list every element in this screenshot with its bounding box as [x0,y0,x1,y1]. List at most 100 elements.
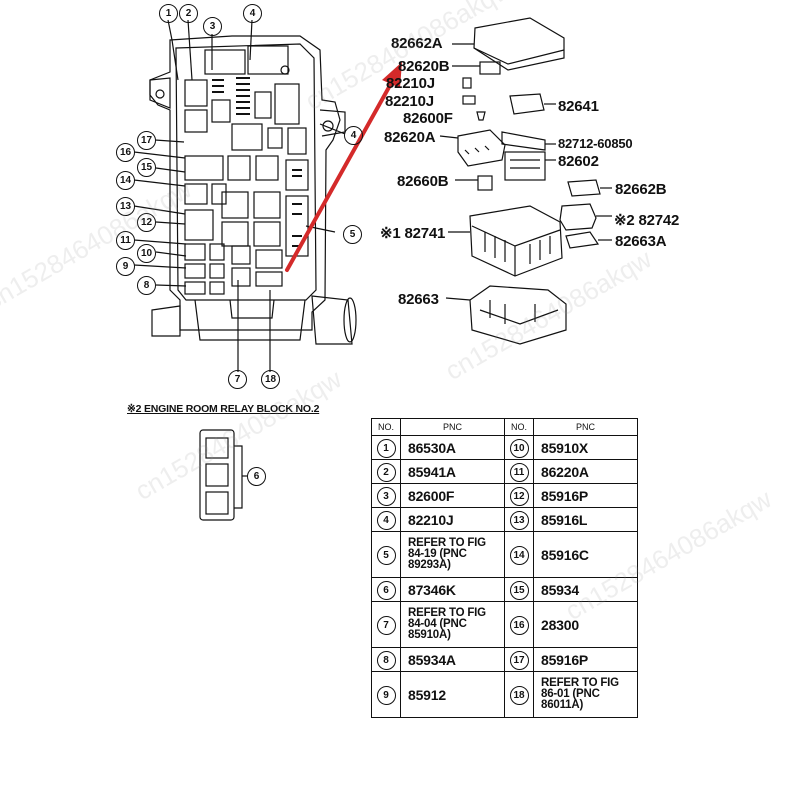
header-no-right: NO. [504,418,534,436]
row-number-circle: 8 [376,650,396,670]
row-number-circle: 6 [376,580,396,600]
row-number-right: 18 [504,671,534,718]
row-pnc-right: 85934 [533,577,638,602]
callout-14: 14 [116,171,135,190]
row-number-right: 10 [504,435,534,460]
row-pnc-left: 87346K [400,577,505,602]
callout-10: 10 [137,244,156,263]
row-number-circle: 4 [376,510,396,530]
part-label-82600f: 82600F [403,110,453,127]
part-label-82662b: 82662B [615,181,667,198]
row-number-left: 6 [371,577,401,602]
row-number-left: 4 [371,507,401,532]
callout-7: 7 [228,370,247,389]
part-label-82712-60850: 82712-60850 [558,136,633,151]
row-number-left: 9 [371,671,401,718]
row-number-circle: 5 [376,545,396,565]
part-label-82641: 82641 [558,98,599,115]
table-header-row: NO. PNC NO. PNC [371,418,638,436]
row-number-circle: 1 [376,438,396,458]
part-label-82620b: 82620B [398,58,450,75]
callout-9: 9 [116,257,135,276]
header-pnc-left: PNC [400,418,505,436]
row-pnc-right: 85916P [533,483,638,508]
row-pnc-left: 86530A [400,435,505,460]
relay-block-title: ※2 ENGINE ROOM RELAY BLOCK NO.2 [127,403,320,415]
row-number-right: 17 [504,647,534,672]
callout-13: 13 [116,197,135,216]
row-pnc-left: 85934A [400,647,505,672]
row-pnc-right: 85916C [533,531,638,578]
row-number-circle: 12 [509,486,529,506]
header-pnc-right: PNC [533,418,638,436]
row-pnc-left: 85941A [400,459,505,484]
part-label-82602: 82602 [558,153,599,170]
part-label-82662a: 82662A [391,35,443,52]
row-pnc-left: REFER TO FIG 84-04 (PNC 85910A) [400,601,505,648]
row-number-circle: 11 [509,462,529,482]
callout-2: 2 [179,4,198,23]
row-pnc-right: 28300 [533,601,638,648]
callout-5: 5 [343,225,362,244]
callout-8: 8 [137,276,156,295]
row-number-circle: 2 [376,462,396,482]
row-pnc-right: REFER TO FIG 86-01 (PNC 86011A) [533,671,638,718]
row-number-left: 8 [371,647,401,672]
row-number-left: 1 [371,435,401,460]
part-label-82660b: 82660B [397,173,449,190]
row-number-right: 11 [504,459,534,484]
callout-4-top: 4 [243,4,262,23]
row-number-circle: 15 [509,580,529,600]
row-number-left: 5 [371,531,401,578]
row-number-left: 2 [371,459,401,484]
row-number-right: 16 [504,601,534,648]
part-label-82210j-b: 82210J [385,93,434,110]
row-number-circle: 17 [509,650,529,670]
row-number-circle: 16 [509,615,529,635]
row-number-right: 12 [504,483,534,508]
row-number-circle: 10 [509,438,529,458]
callout-3: 3 [203,17,222,36]
callout-4-side: 4 [344,126,363,145]
row-number-right: 15 [504,577,534,602]
row-pnc-left: 82600F [400,483,505,508]
callout-18: 18 [261,370,280,389]
row-number-circle: 7 [376,615,396,635]
row-pnc-right: 86220A [533,459,638,484]
row-number-left: 7 [371,601,401,648]
row-number-left: 3 [371,483,401,508]
callout-1: 1 [159,4,178,23]
row-number-circle: 14 [509,545,529,565]
part-label-82663a: 82663A [615,233,667,250]
row-pnc-left: 82210J [400,507,505,532]
row-pnc-left: REFER TO FIG 84-19 (PNC 89293A) [400,531,505,578]
row-number-circle: 18 [509,685,529,705]
part-label-82742: ※2 82742 [614,212,680,229]
row-pnc-right: 85916P [533,647,638,672]
callout-11: 11 [116,231,135,250]
part-label-82741: ※1 82741 [380,225,446,242]
row-pnc-right: 85910X [533,435,638,460]
row-number-right: 13 [504,507,534,532]
row-number-circle: 13 [509,510,529,530]
row-pnc-right: 85916L [533,507,638,532]
part-label-82663: 82663 [398,291,439,308]
callout-12: 12 [137,213,156,232]
callout-15: 15 [137,158,156,177]
callout-6: 6 [247,467,266,486]
row-number-right: 14 [504,531,534,578]
